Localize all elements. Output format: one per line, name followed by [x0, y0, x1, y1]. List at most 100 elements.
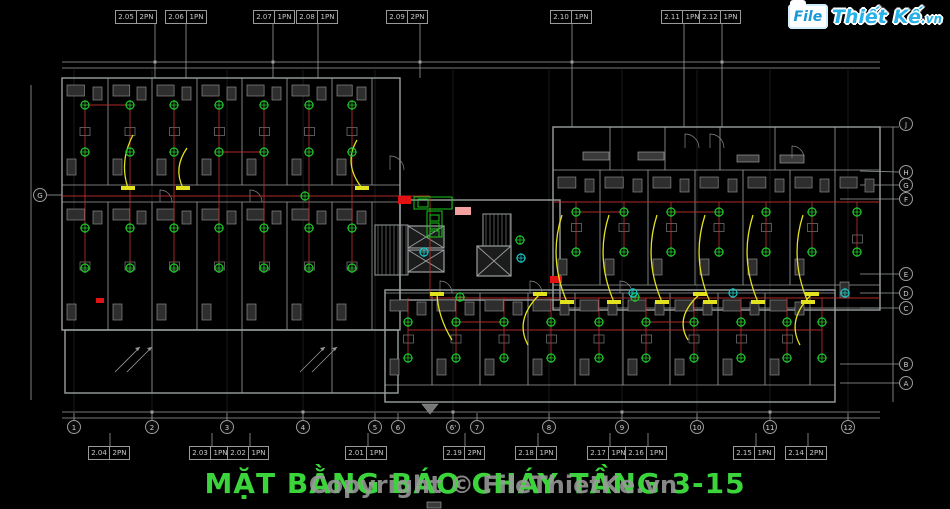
svg-text:H: H	[903, 169, 908, 177]
alarm-bell-box	[550, 276, 562, 283]
svg-text:A: A	[904, 380, 909, 388]
unit-code: 2.12	[700, 11, 721, 23]
grid-column-bubble	[542, 420, 556, 434]
fire-control-panel	[429, 222, 440, 230]
grid-row-bubble	[899, 178, 913, 192]
conduit-drop	[555, 214, 568, 303]
svg-text:5: 5	[373, 424, 377, 432]
walls-layer	[30, 61, 900, 419]
grid-row-bubble	[899, 267, 913, 281]
svg-text:6: 6	[396, 424, 401, 432]
call-point-icon	[751, 300, 765, 304]
drawing-title: MẶT BẰNG BÁO CHÁY TẦNG 3-15	[204, 467, 746, 500]
call-point-icon	[355, 186, 369, 190]
unit-code: 2.06	[166, 11, 187, 23]
conduit-drop	[602, 214, 615, 303]
conduit-drop	[682, 293, 701, 341]
unit-code: 2.07	[254, 11, 275, 23]
unit-code: 2.14	[786, 447, 807, 459]
call-point-icon	[430, 292, 444, 296]
svg-text:G: G	[37, 192, 42, 200]
grid-row-bubble	[899, 376, 913, 390]
unit-code: 2.16	[626, 447, 647, 459]
unit-type: 2PN	[809, 449, 824, 457]
section-marker	[421, 403, 439, 415]
grid-row-bubble	[33, 188, 47, 202]
svg-text:B: B	[904, 361, 909, 369]
grid-column-bubble	[446, 420, 460, 434]
grid-row-bubble	[899, 117, 913, 131]
grid-column-bubble	[368, 420, 382, 434]
call-point-icon	[560, 300, 574, 304]
conduit-drop	[178, 147, 188, 189]
unit-type: 1PN	[723, 13, 738, 21]
alarm-bell-box	[398, 196, 411, 204]
unit-code: 2.18	[516, 447, 537, 459]
grid-column-bubble	[145, 420, 159, 434]
svg-text:6': 6'	[450, 424, 456, 432]
unit-code: 2.11	[662, 11, 683, 23]
unit-type: 1PN	[757, 449, 772, 457]
wiring-layer	[62, 104, 880, 358]
call-point-icon	[607, 300, 621, 304]
grid-row-bubble	[899, 357, 913, 371]
conduit-drop	[436, 293, 453, 341]
label-leaders-layer	[109, 24, 809, 446]
svg-text:2: 2	[150, 424, 154, 432]
unit-type: 1PN	[277, 13, 292, 21]
grid-row-bubble	[899, 301, 913, 315]
unit-code: 2.17	[588, 447, 609, 459]
call-point-icon	[121, 186, 135, 190]
unit-code: 2.09	[387, 11, 408, 23]
furniture-layer	[66, 84, 875, 376]
unit-code: 2.02	[228, 447, 249, 459]
svg-text:G: G	[903, 182, 908, 190]
site-logo[interactable]: File Thiết Kế.vn	[787, 0, 942, 29]
logo-brand-text: Thiết Kế.vn	[831, 5, 942, 28]
deco-layer	[114, 60, 805, 509]
call-point-icon	[533, 292, 547, 296]
fire-control-panel	[417, 198, 429, 208]
fire-control-panel	[413, 196, 453, 210]
logo-file-text: File	[793, 8, 823, 25]
conduit-drop	[796, 214, 809, 303]
unit-code: 2.01	[346, 447, 367, 459]
conduit-drop	[698, 214, 711, 303]
unit-type: 2PN	[139, 13, 154, 21]
unit-type: 1PN	[649, 449, 664, 457]
svg-text:E: E	[904, 271, 908, 279]
unit-type: 2PN	[467, 449, 482, 457]
conduit-drop	[123, 134, 134, 189]
svg-text:3: 3	[225, 424, 229, 432]
conduit-drop	[522, 293, 541, 346]
core-layer	[374, 213, 512, 277]
call-point-icon	[176, 186, 190, 190]
unit-code: 2.04	[89, 447, 110, 459]
svg-text:10: 10	[693, 424, 702, 432]
svg-text:9: 9	[620, 424, 624, 432]
alarm-equipment-layer	[96, 196, 562, 303]
svg-text:J: J	[904, 121, 907, 129]
call-point-icon	[655, 300, 669, 304]
svg-text:C: C	[904, 305, 909, 313]
alarm-bell-box	[96, 298, 104, 303]
grid-column-bubble	[763, 420, 777, 434]
folder-icon: File	[787, 0, 828, 29]
unit-code: 2.10	[551, 11, 572, 23]
unit-type: 1PN	[685, 13, 700, 21]
grid-column-bubble	[67, 420, 81, 434]
